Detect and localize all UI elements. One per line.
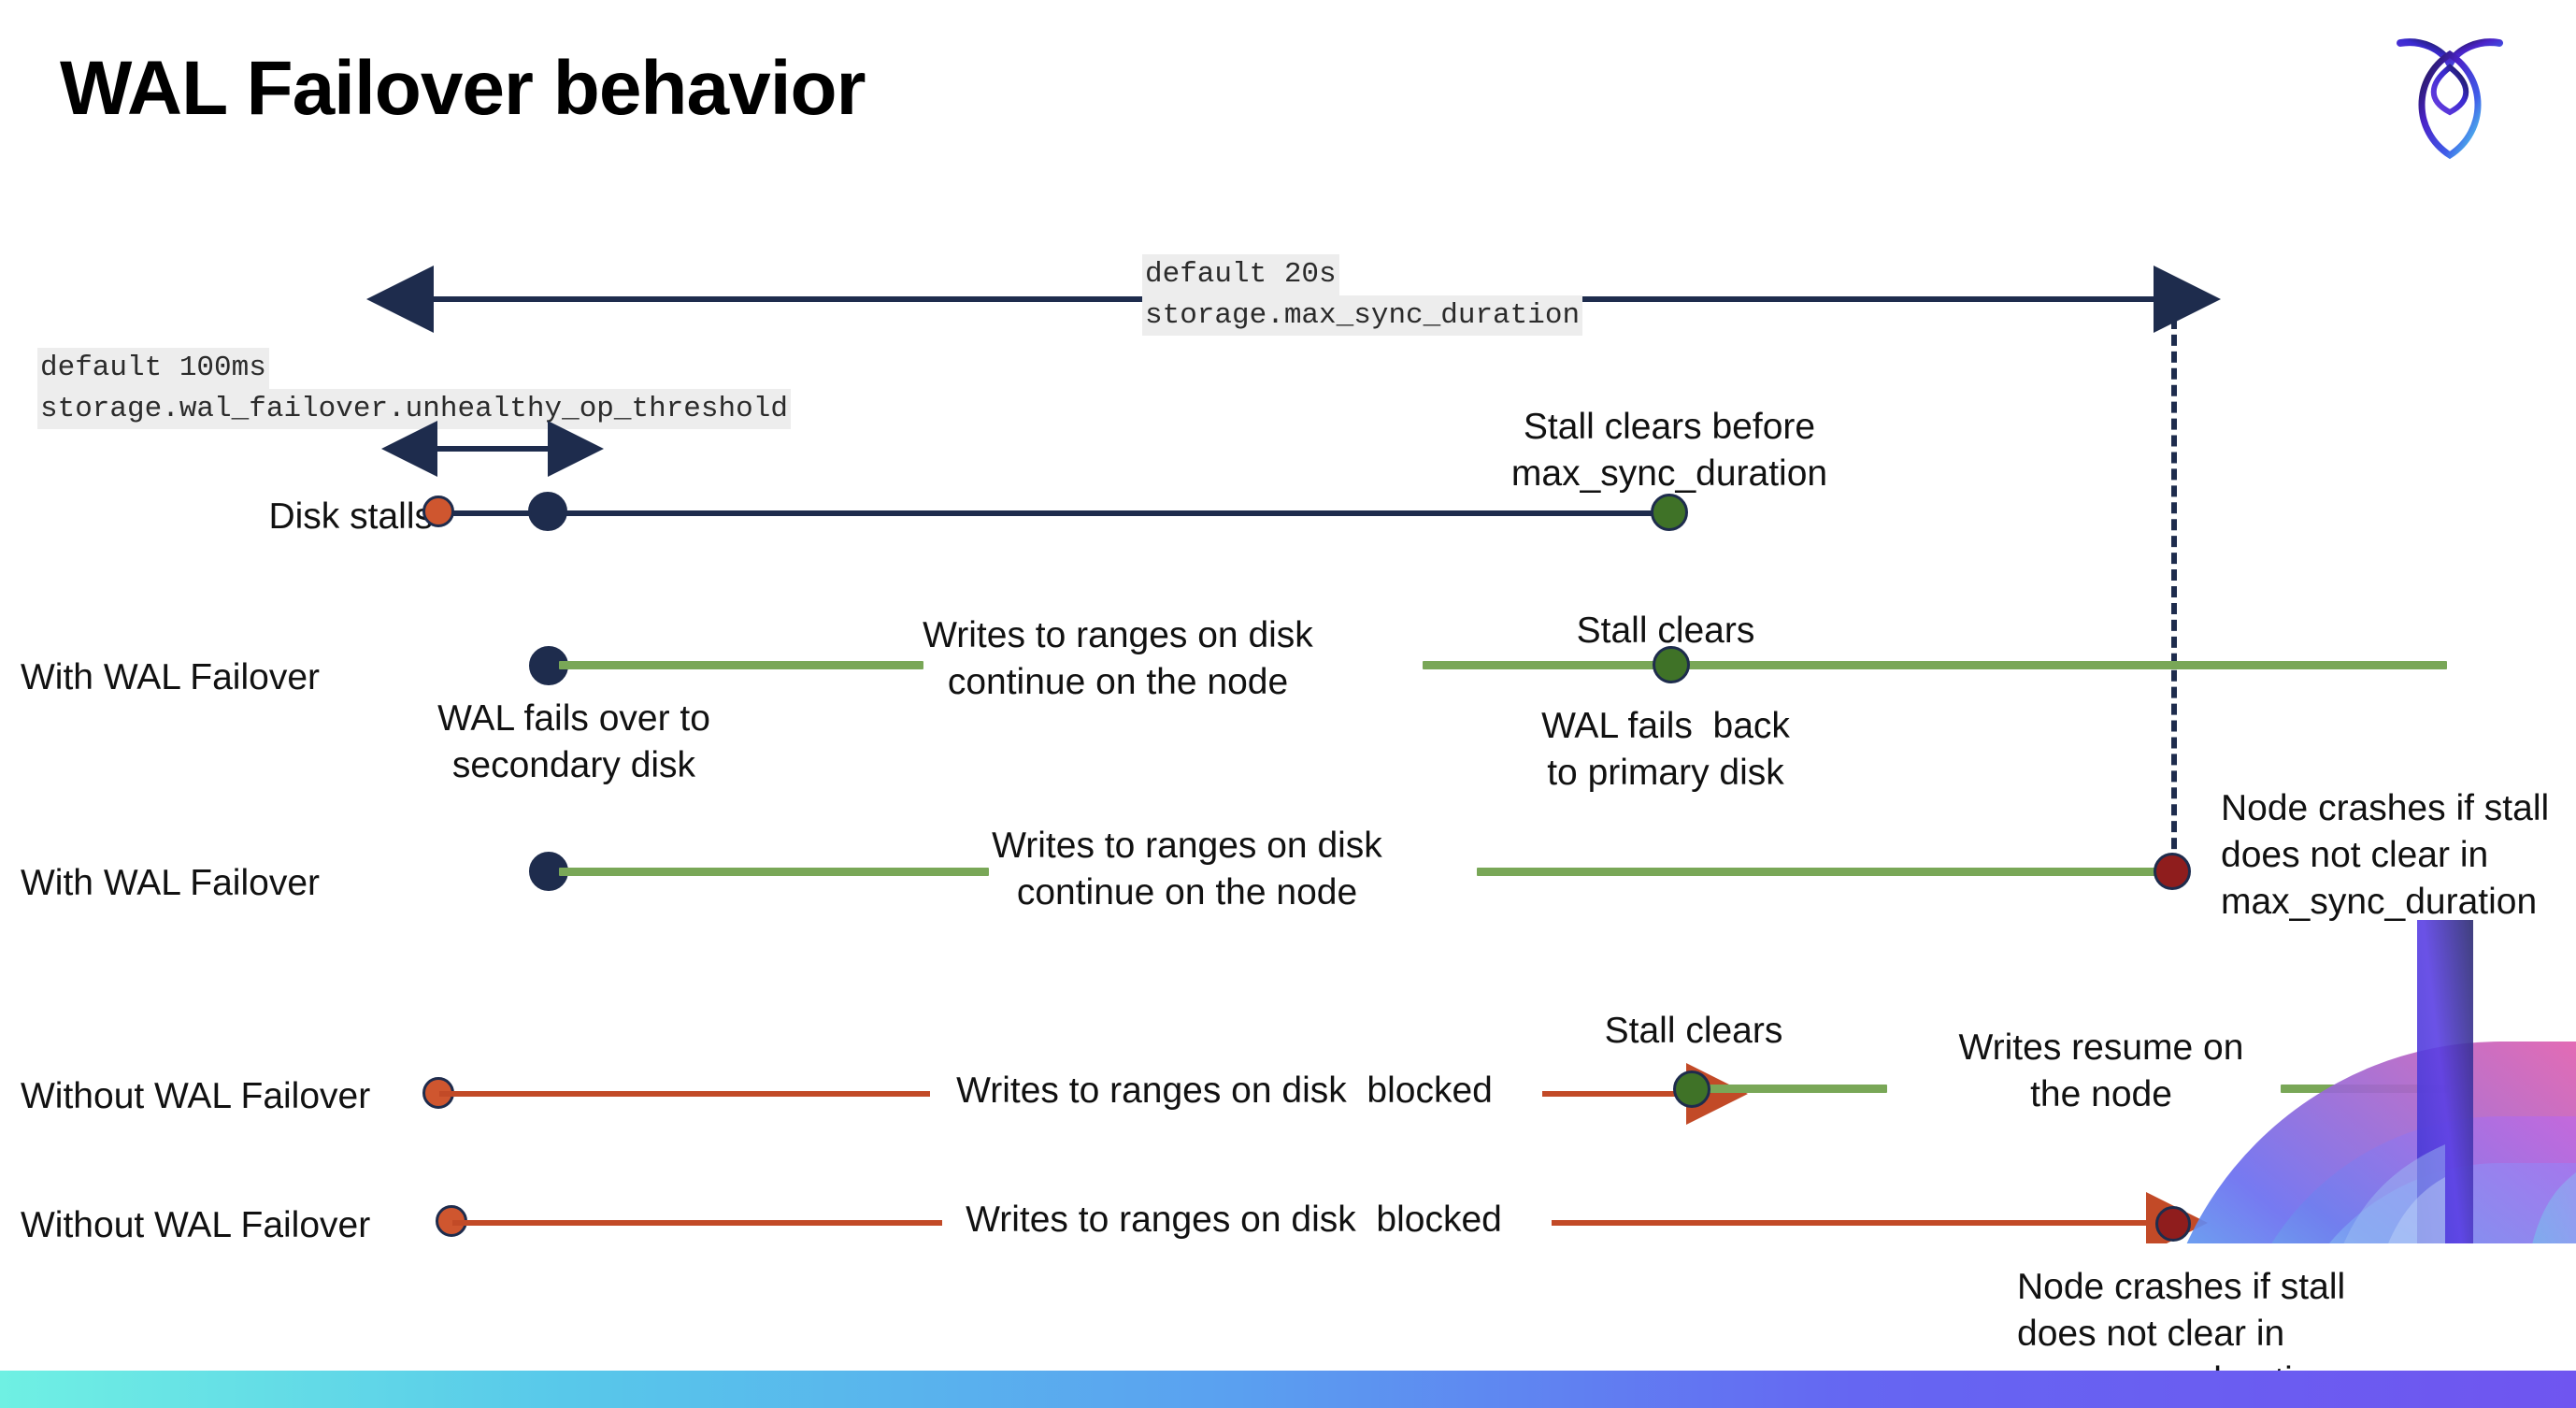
row-label-with-wal-failover-2: With WAL Failover xyxy=(21,863,320,903)
without-wal-2-crash-dot xyxy=(2155,1206,2191,1242)
max-sync-duration-dropline xyxy=(2171,301,2177,883)
max-sync-duration-annotation: default 20s storage.max_sync_duration xyxy=(1142,254,1583,337)
row-label-without-wal-failover-1: Without WAL Failover xyxy=(21,1076,371,1116)
without-wal-1-blocked-arrow-tail xyxy=(1542,1063,1748,1125)
note-writes-resume-on-the-node: Writes resume on the node xyxy=(1958,1027,2244,1114)
without-wal-1-clear-dot xyxy=(1673,1070,1710,1108)
max-sync-default-value: default 20s xyxy=(1142,254,1339,295)
wal-failover-1-segment-a xyxy=(559,661,923,669)
without-wal-2-blocked-arrow xyxy=(1552,1192,2208,1254)
without-wal-1-resume-segment-a xyxy=(1705,1085,1887,1093)
without-wal-2-blocked-line-left xyxy=(452,1220,942,1226)
note-wal-fails-back-to-primary-disk: WAL fails back to primary disk xyxy=(1541,706,1790,793)
disk-stall-failover-dot xyxy=(528,492,567,531)
unhealthy-op-setting-name: storage.wal_failover.unhealthy_op_thresh… xyxy=(37,388,791,430)
without-wal-1-blocked-arrow xyxy=(439,1091,930,1097)
wal-failover-2-segment-a xyxy=(559,868,989,876)
note-stall-clears-1: Stall clears xyxy=(1576,611,1755,651)
disk-stall-start-dot xyxy=(422,496,454,527)
note-writes-blocked-2: Writes to ranges on disk blocked xyxy=(966,1200,1502,1240)
note-writes-blocked-1: Writes to ranges on disk blocked xyxy=(956,1070,1493,1111)
unhealthy-op-threshold-annotation: default 100ms storage.wal_failover.unhea… xyxy=(37,348,791,430)
note-writes-continue-2: Writes to ranges on disk continue on the… xyxy=(992,826,1382,912)
row-label-disk-stalls: Disk stalls xyxy=(268,496,433,537)
without-wal-1-resume-segment-b xyxy=(2281,1085,2449,1093)
row-label-with-wal-failover-1: With WAL Failover xyxy=(21,657,320,697)
bottom-gradient-bar xyxy=(0,1371,2576,1408)
unhealthy-op-default-value: default 100ms xyxy=(37,348,269,389)
note-stall-clears-2: Stall clears xyxy=(1604,1011,1783,1051)
note-writes-continue-1: Writes to ranges on disk continue on the… xyxy=(923,615,1313,702)
note-stall-clears-before-max-sync: Stall clears before max_sync_duration xyxy=(1510,407,1828,494)
wal-failover-2-segment-b xyxy=(1477,868,2173,876)
page-title: WAL Failover behavior xyxy=(60,46,866,131)
note-wal-fails-over-to-secondary-disk: WAL fails over to secondary disk xyxy=(437,698,710,785)
row-label-without-wal-failover-2: Without WAL Failover xyxy=(21,1205,371,1245)
wal-failover-1-segment-b xyxy=(1423,661,2447,669)
max-sync-setting-name: storage.max_sync_duration xyxy=(1142,295,1583,337)
wal-failover-2-crash-dot xyxy=(2154,853,2191,890)
disk-stall-clear-dot xyxy=(1651,494,1688,531)
disk-stalls-timeline xyxy=(439,510,1673,516)
wal-failover-1-clear-dot xyxy=(1653,646,1690,683)
note-node-crashes-1: Node crashes if stall does not clear in … xyxy=(2221,788,2550,922)
unhealthy-op-threshold-arrow xyxy=(381,421,604,477)
cockroachdb-logo xyxy=(2389,26,2511,166)
